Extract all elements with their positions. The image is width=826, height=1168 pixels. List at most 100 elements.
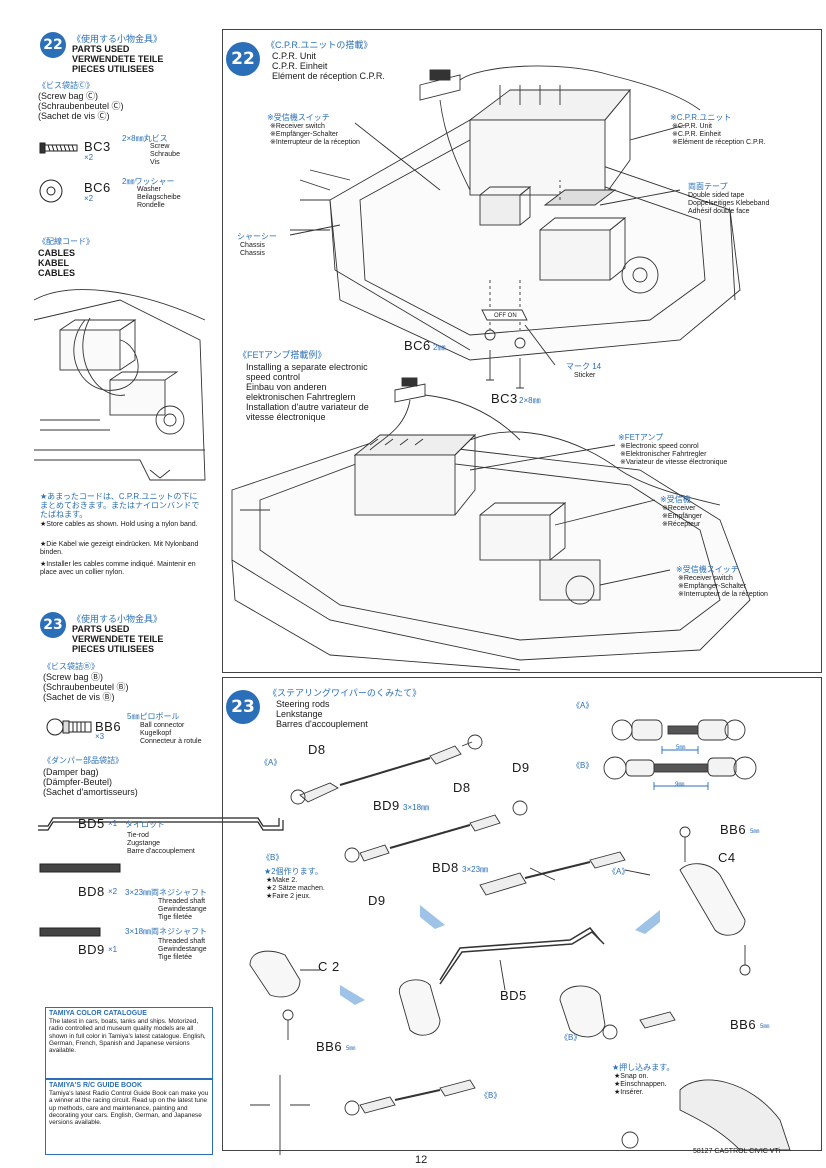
snap-jp: ★押し込みます。 [612, 1063, 675, 1072]
parts23-heading-de: VERWENDETE TEILE [72, 634, 164, 644]
screw-bag-de: (Schraubenbeutel Ⓒ) [38, 101, 124, 111]
bd8-rod-size: 3×23㎜ [462, 865, 489, 874]
part-bb6-code: BB6 [95, 719, 122, 734]
ball-connector-bb6-icon [46, 718, 92, 736]
part-bd9-en: Threaded shaft [158, 938, 206, 945]
part-bb6-fr: Connecteur à rotule [140, 738, 202, 745]
part-bd5-spec: タイロッド [125, 820, 165, 829]
make2-fr: ★Faire 2 jeux. [266, 893, 311, 900]
label-tape-de: Doppelseitiges Klebeband [688, 200, 770, 207]
label-a-right: 《A》 [572, 701, 594, 710]
threaded-shaft-bd8-icon [39, 863, 121, 873]
label-d9: D9 [368, 893, 386, 908]
parts23-heading-en: PARTS USED [72, 624, 130, 634]
label-switch2-jp: ※受信機スイッチ [676, 565, 739, 574]
bb6-lower-right-size: 5㎜ [760, 1024, 770, 1030]
label-chassis-de: Chassis [240, 250, 265, 257]
c4-label: C4 [718, 850, 736, 865]
step-22-badge: 22 [40, 32, 66, 58]
model-footer: 58127 CASTROL CIVIC VTi [693, 1148, 781, 1155]
label-tape-jp: 両面テープ [688, 182, 728, 191]
label-switch2-fr: ※Interrupteur de la réception [678, 591, 768, 598]
cpr-title-en: C.P.R. Unit [272, 51, 316, 61]
cables-heading-jp: 《配線コード》 [38, 237, 94, 246]
label-switch-de: ※Empfänger-Schalter [270, 131, 339, 138]
label-fet-fr: ※Variateur de vitesse électronique [620, 459, 728, 466]
part-bd5-qty: ×1 [108, 819, 118, 828]
screw-bag-en: (Screw bag Ⓒ) [38, 91, 99, 101]
part-bb6-en: Ball connector [140, 722, 185, 729]
part-bb6-spec: 5㎜ピロボール [127, 712, 180, 721]
screw-bc3-icon [39, 142, 78, 154]
label-tape-fr: Adhésif double face [688, 208, 750, 215]
part-bd8-fr: Tige filetée [158, 914, 192, 921]
cable-note-fr: ★Installer les cables comme indiqué. Mai… [40, 561, 196, 576]
label-sticker-jp: マーク 14 [566, 362, 602, 371]
c2-label: C 2 [318, 959, 340, 974]
bd9-rod-label: BD9 [373, 798, 400, 813]
bb6-lower-right-label: BB6 [730, 1017, 757, 1032]
damper-bag-jp: 《ダンパー部品袋詰》 [43, 756, 123, 765]
step-22-panel [222, 29, 822, 673]
part-bc6-fr: Rondelle [137, 202, 165, 209]
screw-bag-b-jp: 《ビス袋詰Ⓑ》 [43, 662, 99, 671]
label-switch-fr: ※Interrupteur de la réception [270, 139, 360, 146]
label-chassis-jp: シャーシー [237, 232, 277, 241]
part-bd5-fr: Barre d'accouplement [127, 848, 195, 855]
bd8-rod-label: BD8 [432, 860, 459, 875]
step-23-panel-badge: 23 [226, 690, 260, 724]
bb6-lower-left-size: 5㎜ [346, 1046, 356, 1052]
guide-book-box: TAMIYA'S R/C GUIDE BOOK Tamiya's latest … [45, 1079, 213, 1155]
parts23-heading-fr: PIECES UTILISEES [72, 644, 155, 654]
label-receiver-jp: ※受信機 [660, 495, 691, 504]
part-bd9-spec: 3×18㎜両ネジシャフト [125, 927, 208, 936]
step-22-panel-badge: 22 [226, 42, 260, 76]
label-tape-en: Double sided tape [688, 192, 745, 199]
label-a-left: 《A》 [260, 758, 282, 767]
label-cpr-en: ※C.P.R. Unit [672, 123, 712, 130]
part-bd8-code: BD8 [78, 884, 105, 899]
cpr-title-de: C.P.R. Einheit [272, 61, 328, 71]
sticker-off-on: OFF ON [494, 313, 517, 319]
parts-heading-fr: PIECES UTILISEES [72, 64, 155, 74]
label-a-mid: 《A》 [608, 867, 630, 876]
part-bd5-code: BD5 [78, 816, 105, 831]
fet-title-jp: 《FETアンプ搭載例》 [238, 350, 327, 360]
damper-bag-en: (Damper bag) [43, 767, 99, 777]
label-switch-jp: ※受信機スイッチ [267, 113, 330, 122]
screw-bag-fr: (Sachet de vis Ⓒ) [38, 111, 110, 121]
steering-title-fr: Barres d'accouplement [276, 719, 368, 729]
parts-heading-jp: 《使用する小物金具》 [72, 34, 163, 44]
fet-text-de: Einbau von anderen elektronischen Fahrtr… [246, 382, 356, 402]
label-b-bottom1: 《B》 [560, 1033, 582, 1042]
dim-b: 9㎜ [675, 782, 685, 788]
part-bd5-en: Tie-rod [127, 832, 149, 839]
label-b-left: 《B》 [262, 853, 284, 862]
label-receiver-en: ※Receiver [662, 505, 696, 512]
screw-bag-b-en: (Screw bag Ⓑ) [43, 672, 104, 682]
catalogue-title: TAMIYA COLOR CATALOGUE [49, 1010, 147, 1017]
label-d8: D8 [453, 780, 471, 795]
label-b-bottom2: 《B》 [480, 1091, 502, 1100]
snap-fr: ★Insérer. [614, 1089, 644, 1096]
cable-note-jp: ★あまったコードは、C.P.R.ユニットの下にまとめておきます。またはナイロンバ… [40, 492, 200, 519]
cables-heading-fr: CABLES [38, 268, 76, 278]
screw-bag-jp: 《ビス袋詰Ⓒ》 [38, 81, 94, 90]
part-bc3-spec: 2×8㎜丸ビス [122, 134, 168, 143]
part-bd9-qty: ×1 [108, 945, 118, 954]
cable-note-de: ★Die Kabel wie gezeigt eindrücken. Mit N… [40, 541, 199, 556]
part-bc3-en: Screw [150, 143, 170, 150]
make2-de: ★2 Sätze machen. [266, 885, 325, 892]
cpr-title-jp: 《C.P.R.ユニットの搭載》 [266, 40, 373, 50]
part-bc3-qty: ×2 [84, 153, 94, 162]
page-number: 12 [415, 1154, 428, 1166]
part-bd8-qty: ×2 [108, 887, 118, 896]
part-bd8-en: Threaded shaft [158, 898, 206, 905]
catalogue-text: The latest in cars, boats, tanks and shi… [49, 1018, 206, 1055]
part-bc3-fr: Vis [150, 159, 160, 166]
label-fet-en: ※Electronic speed conrol [620, 443, 699, 450]
bc6-callout: BC6 [404, 338, 431, 353]
label-switch2-de: ※Empfänger-Schalter [678, 583, 747, 590]
parts-heading-en: PARTS USED [72, 44, 130, 54]
